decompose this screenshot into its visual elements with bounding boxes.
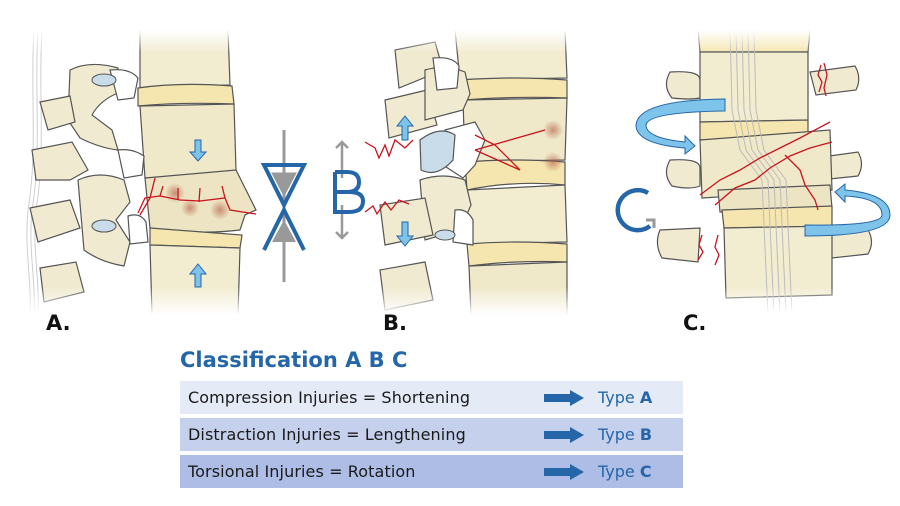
compression-illustration xyxy=(0,30,308,315)
type-letter: C xyxy=(639,462,652,481)
type-letter: A xyxy=(639,388,653,407)
panel-label-a: A. xyxy=(46,311,71,335)
type-prefix: Type xyxy=(598,462,635,481)
type-label: Type B xyxy=(598,425,652,444)
panel-label-b: B. xyxy=(383,311,407,335)
type-a-symbol xyxy=(260,130,308,282)
classification-row-b: Distraction Injuries = Lengthening Type … xyxy=(180,418,683,451)
panel-label-c: C. xyxy=(683,311,707,335)
classification-title: Classification A B C xyxy=(180,348,408,372)
arrow-right-icon xyxy=(544,390,584,406)
classification-row-a: Compression Injuries = Shortening Type A xyxy=(180,381,683,414)
type-letter: B xyxy=(639,425,653,444)
type-label: Type A xyxy=(598,388,652,407)
panel-b-distraction xyxy=(325,30,580,315)
panel-c-torsion xyxy=(600,30,900,315)
type-prefix: Type xyxy=(598,388,635,407)
type-label: Type C xyxy=(598,462,652,481)
injury-description: Torsional Injuries = Rotation xyxy=(188,462,416,481)
torsion-illustration xyxy=(600,30,900,315)
injury-description: Compression Injuries = Shortening xyxy=(188,388,471,407)
injury-description: Distraction Injuries = Lengthening xyxy=(188,425,466,444)
classification-row-c: Torsional Injuries = Rotation Type C xyxy=(180,455,683,488)
arrow-right-icon xyxy=(544,427,584,443)
arrow-right-icon xyxy=(544,464,584,480)
type-prefix: Type xyxy=(598,425,635,444)
panel-a-compression xyxy=(0,30,310,315)
distraction-illustration xyxy=(325,30,580,315)
classification-table: Compression Injuries = Shortening Type A… xyxy=(180,381,683,492)
